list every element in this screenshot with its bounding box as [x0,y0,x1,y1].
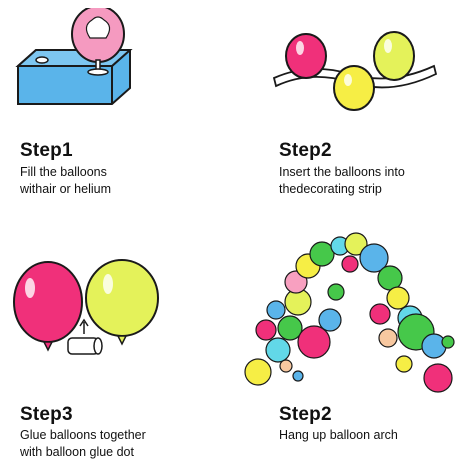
step-description: Hang up balloon arch [279,428,398,442]
step-title: Step2 [279,140,332,161]
step-title: Step2 [279,404,332,425]
balloon-pump-icon [15,8,133,105]
balloon-arch-icon [244,232,455,393]
glue-dot-balloons-icon [13,259,159,355]
step-title: Step3 [20,404,73,425]
step-description: Fill the balloons withair or helium [20,165,112,196]
step-title: Step1 [20,140,73,161]
step-description: Insert the balloons into thedecorating s… [279,165,405,196]
balloon-strip-icon [272,31,438,111]
step-description: Glue balloons together with balloon glue… [20,428,146,459]
